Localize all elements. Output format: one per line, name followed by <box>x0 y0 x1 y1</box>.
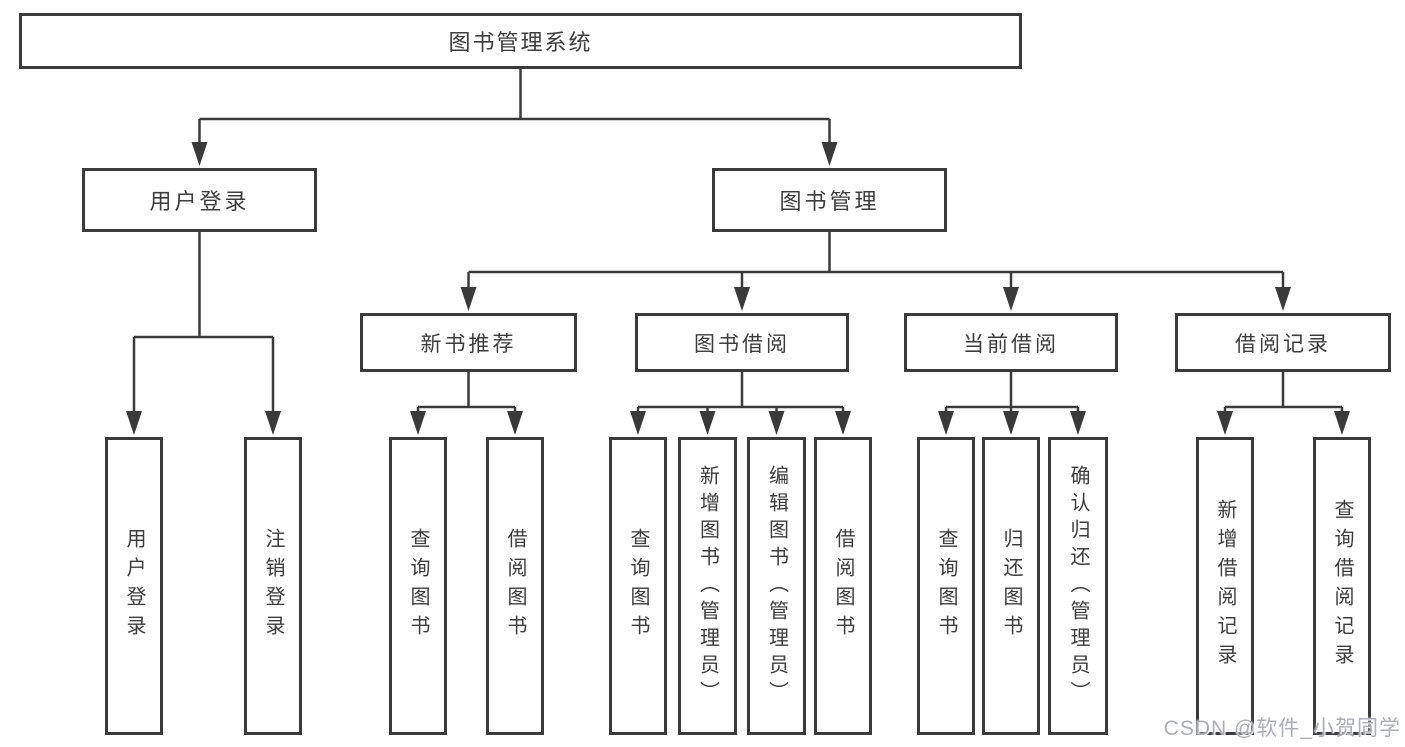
leaf-edit-books-admin-label: 编辑图书（管理员） <box>765 464 788 708</box>
connector-current-borrowing <box>944 372 1080 417</box>
leaf-recommend-query-books: 查询图书 <box>389 437 447 735</box>
connector-current-borrowing-arrowheads <box>938 411 1086 435</box>
connector-book-borrowing <box>636 372 845 417</box>
connector-user-login-arrowheads <box>126 411 281 435</box>
node-new-book-recommend-label: 新书推荐 <box>420 332 517 356</box>
node-current-borrowing: 当前借阅 <box>904 313 1118 372</box>
leaf-user-login: 用户登录 <box>105 437 163 735</box>
connector-borrow-records-arrowheads <box>1217 411 1350 435</box>
leaf-current-query-books: 查询图书 <box>917 437 975 735</box>
leaf-add-books-admin-label: 新增图书（管理员） <box>696 464 719 708</box>
node-borrow-records-label: 借阅记录 <box>1235 332 1331 356</box>
node-root-label: 图书管理系统 <box>448 30 593 55</box>
connector-new-book-recommend <box>416 372 517 417</box>
leaf-query-borrow-record-label: 查询借阅记录 <box>1331 499 1353 673</box>
node-root: 图书管理系统 <box>19 13 1022 69</box>
leaf-add-borrow-record: 新增借阅记录 <box>1196 437 1254 735</box>
leaf-current-query-books-label: 查询图书 <box>935 528 957 644</box>
leaf-logout: 注销登录 <box>244 437 302 735</box>
leaf-return-books-label: 归还图书 <box>1000 528 1022 644</box>
leaf-query-borrow-record: 查询借阅记录 <box>1313 437 1371 735</box>
connector-book-management <box>467 232 1285 293</box>
leaf-edit-books-admin: 编辑图书（管理员） <box>747 437 806 735</box>
leaf-borrowing-borrow-books: 借阅图书 <box>814 437 872 735</box>
connector-book-borrowing-arrowheads <box>630 411 851 435</box>
node-book-management: 图书管理 <box>712 168 947 232</box>
leaf-add-borrow-record-label: 新增借阅记录 <box>1214 499 1236 673</box>
leaf-user-login-label: 用户登录 <box>123 528 145 644</box>
leaf-add-books-admin: 新增图书（管理员） <box>678 437 737 735</box>
connector-book-management-arrowheads <box>460 287 1291 311</box>
leaf-borrowing-borrow-books-label: 借阅图书 <box>832 528 854 644</box>
leaf-confirm-return-admin: 确认归还（管理员） <box>1048 437 1108 735</box>
connector-root <box>198 69 831 148</box>
connector-root-arrowheads <box>191 142 838 166</box>
node-current-borrowing-label: 当前借阅 <box>963 332 1059 356</box>
csdn-watermark: CSDN @软件_小贺同学 <box>1163 717 1401 740</box>
connector-borrow-records <box>1223 372 1344 417</box>
leaf-logout-label: 注销登录 <box>262 528 284 644</box>
node-borrow-records: 借阅记录 <box>1175 313 1391 372</box>
leaf-borrowing-query-books-label: 查询图书 <box>627 528 649 644</box>
leaf-borrowing-query-books: 查询图书 <box>609 437 667 735</box>
node-book-borrowing-label: 图书借阅 <box>694 332 790 356</box>
node-user-login-label: 用户登录 <box>149 189 250 214</box>
leaf-return-books: 归还图书 <box>982 437 1040 735</box>
node-book-management-label: 图书管理 <box>779 189 880 214</box>
leaf-recommend-query-books-label: 查询图书 <box>407 528 429 644</box>
connector-user-login <box>132 232 275 417</box>
connector-new-book-recommend-arrowheads <box>410 411 523 435</box>
leaf-recommend-borrow-books: 借阅图书 <box>486 437 544 735</box>
leaf-recommend-borrow-books-label: 借阅图书 <box>504 528 526 644</box>
node-book-borrowing: 图书借阅 <box>635 313 849 372</box>
node-user-login: 用户登录 <box>82 168 317 232</box>
leaf-confirm-return-admin-label: 确认归还（管理员） <box>1067 464 1089 708</box>
node-new-book-recommend: 新书推荐 <box>360 313 577 372</box>
